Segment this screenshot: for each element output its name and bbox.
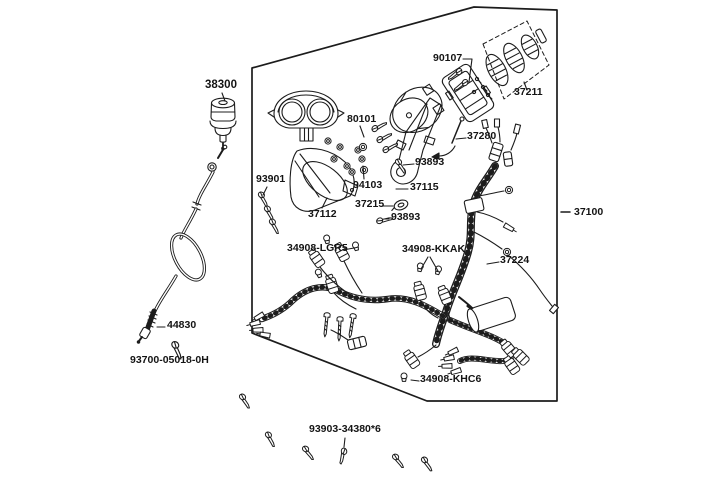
screw [235, 392, 255, 410]
screw [375, 127, 393, 147]
screw [261, 430, 281, 448]
part-label-37280: 37280 [467, 130, 497, 142]
dial-plate [485, 53, 509, 87]
spade-terminal [245, 319, 262, 329]
dial-plate [503, 42, 525, 74]
harness-bolts [321, 311, 368, 351]
part-label-38300: 38300 [205, 79, 237, 91]
part-label-34908-lgr5: 34908-LGR5 [287, 242, 348, 254]
part-label-37115: 37115 [410, 181, 439, 193]
screw [335, 446, 351, 465]
bulb-socket-khc6 [400, 344, 437, 382]
bulb-sockets-lgr5 [306, 234, 363, 310]
part-label-80101: 80101 [347, 113, 377, 125]
condenser [458, 296, 516, 333]
pin-37280 [431, 116, 465, 160]
spade-terminal [437, 362, 453, 370]
wiring-harness [245, 118, 560, 382]
part-label-44830: 44830 [167, 319, 197, 331]
dial-plate [520, 34, 540, 60]
speedometer-cable [136, 144, 228, 344]
cable-ferrule-44830 [136, 308, 158, 344]
bulb [351, 240, 361, 252]
washer [358, 142, 368, 152]
screws-93901 [254, 190, 285, 235]
nut [358, 155, 366, 163]
bulb-socket [435, 283, 454, 306]
bolt [321, 311, 331, 338]
part-label-94103: 94103 [353, 179, 383, 191]
screw-93893-upper [391, 157, 411, 175]
part-label-34908-khc6: 34908-KHC6 [420, 373, 482, 385]
part-label-93700-05018: 93700-05018-0H [130, 354, 209, 366]
part-label-37100: 37100 [574, 206, 604, 218]
bolt [346, 312, 358, 339]
meter-visor [267, 90, 345, 142]
bulb-sockets-kkak [411, 262, 454, 323]
case-small-screws [471, 76, 493, 100]
dial-plates-box [482, 20, 550, 100]
harness-side-wires [473, 185, 560, 315]
screw [299, 444, 318, 461]
screw [260, 204, 280, 222]
nut [348, 168, 356, 176]
gauge-rear-case [441, 63, 495, 123]
screw [381, 137, 399, 157]
part-label-37211: 37211 [514, 86, 543, 98]
part-label-93903-34380: 93903-34380*6 [309, 423, 381, 435]
part-label-37112: 37112 [308, 208, 337, 220]
nut [343, 162, 351, 170]
clip-37215 [391, 199, 409, 212]
leader-lines [156, 58, 571, 448]
part-label-93893-upper: 93893 [415, 156, 445, 168]
harness-branch-right [437, 317, 531, 377]
bulb [415, 262, 425, 273]
part-label-93901: 93901 [256, 173, 286, 185]
nut [324, 137, 332, 145]
bulb-socket [323, 273, 340, 295]
screw [389, 452, 408, 469]
bracket-37115 [390, 97, 442, 185]
spade-terminal [439, 354, 455, 363]
part-label-37215: 37215 [355, 198, 385, 210]
part-label-37224: 37224 [500, 254, 530, 266]
nut [336, 143, 344, 151]
nut [330, 155, 338, 163]
screw [265, 217, 285, 235]
bulb-socket [401, 348, 422, 370]
screw [417, 455, 437, 473]
harness-branch-left [245, 284, 447, 339]
bolt [335, 315, 344, 342]
harness-trunk-37224 [432, 162, 499, 348]
bulb [400, 372, 408, 382]
part-label-34908-kkak: 34908-KKAK [402, 243, 466, 255]
part-label-93893-lower: 93893 [391, 211, 421, 223]
meter-case-37112 [289, 147, 359, 212]
part-label-90107: 90107 [433, 52, 463, 64]
part-38300-drawing [209, 97, 237, 151]
detail-box-outline [251, 6, 558, 402]
ring-terminal [504, 185, 514, 195]
bulb-socket [411, 280, 428, 302]
spade-terminal [502, 222, 518, 235]
hardware-scatter [324, 137, 369, 176]
dial-spacer [535, 28, 547, 44]
